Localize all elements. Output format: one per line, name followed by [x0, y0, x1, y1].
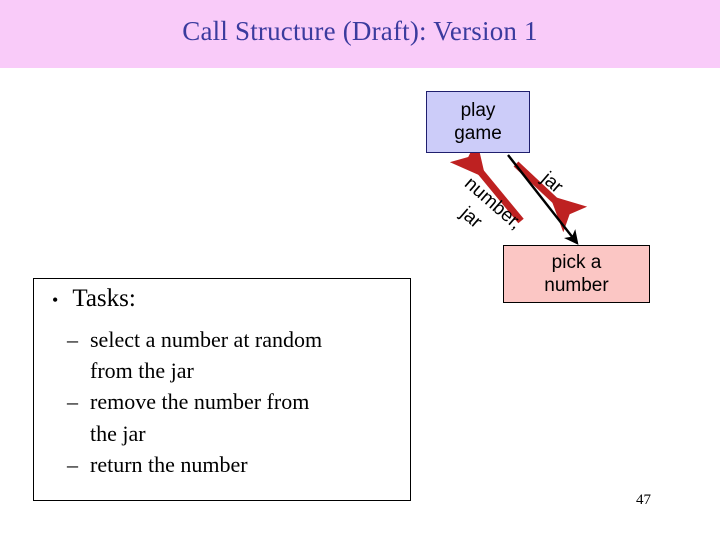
list-item-line: the jar	[90, 420, 146, 446]
node-play-game-line-1: play	[460, 99, 496, 121]
call-arrow	[507, 154, 579, 245]
list-item-line: remove the number from	[90, 389, 310, 415]
node-play-game[interactable]: play game	[426, 91, 530, 153]
page-number: 47	[636, 492, 651, 508]
list-item-text: select a number at random from the jar	[90, 324, 407, 386]
tasks-panel: • Tasks: – select a number at random fro…	[33, 278, 411, 501]
list-item-text: remove the number from the jar	[90, 386, 407, 448]
title-banner	[0, 0, 720, 68]
tasks-heading: Tasks:	[72, 285, 136, 312]
node-pick-a-number-line-2: number	[544, 275, 609, 296]
list-item: – remove the number from the jar	[67, 386, 407, 448]
dash-icon: –	[67, 389, 78, 415]
tasks-list: – select a number at random from the jar…	[67, 324, 407, 480]
list-item-line: from the jar	[90, 358, 194, 384]
bullet-icon: •	[52, 290, 59, 310]
page-title: Call Structure (Draft): Version 1	[182, 16, 538, 46]
list-item-text: return the number	[90, 449, 407, 480]
list-item: – select a number at random from the jar	[67, 324, 407, 386]
tasks-heading-row: • Tasks:	[52, 285, 136, 313]
dash-icon: –	[67, 451, 78, 477]
node-pick-a-number[interactable]: pick a number	[503, 245, 650, 303]
list-item-line: select a number at random	[90, 327, 323, 352]
list-item: – return the number	[67, 449, 407, 480]
dash-icon: –	[67, 327, 78, 352]
edge-label-argument: jar	[537, 168, 567, 198]
node-play-game-line-2: game	[454, 123, 502, 144]
list-item-line: return the number	[90, 451, 248, 477]
node-pick-a-number-line-1: pick a	[551, 251, 602, 273]
